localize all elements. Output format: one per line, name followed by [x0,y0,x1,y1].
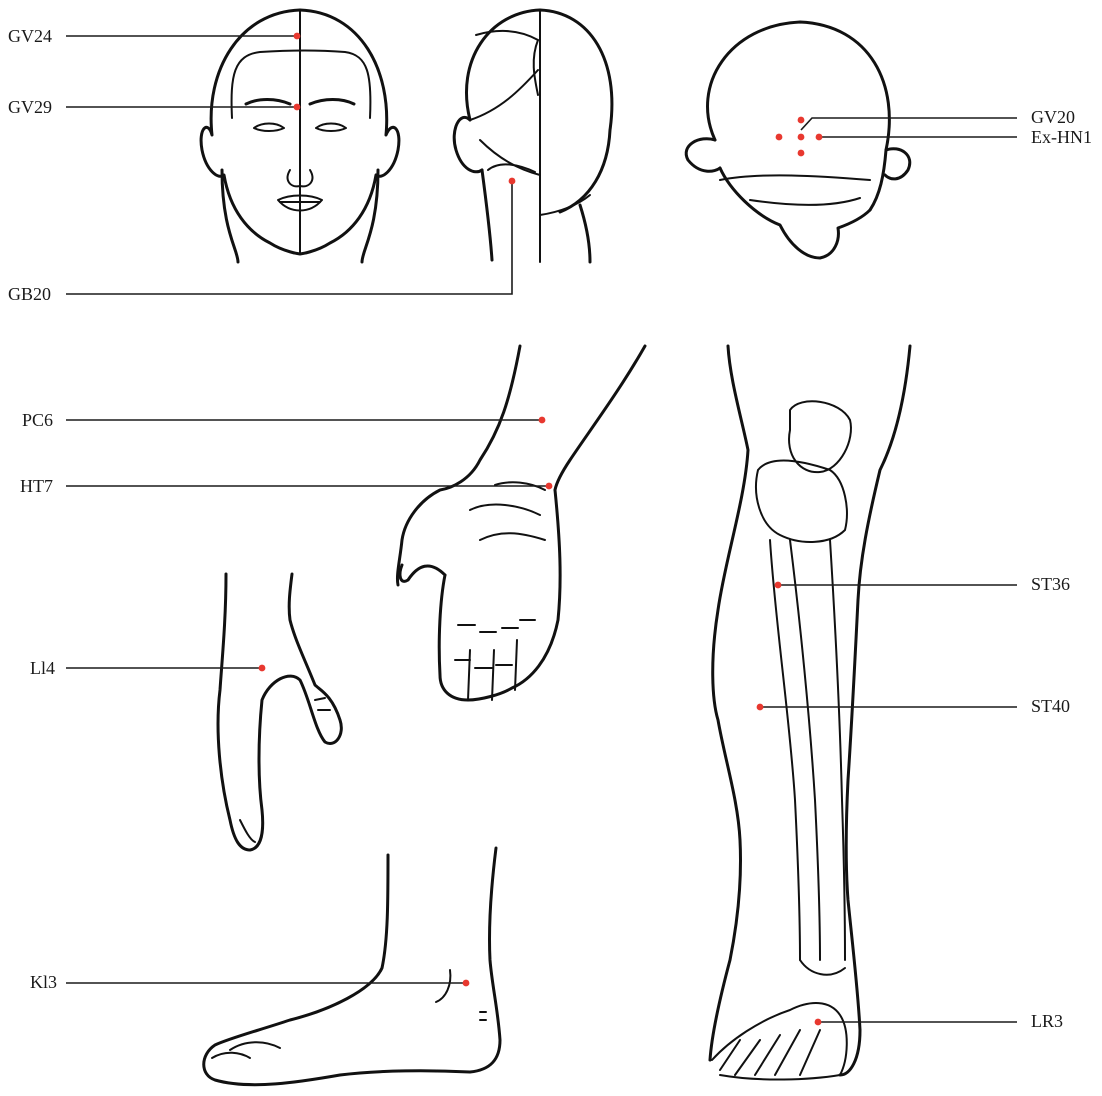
gv24-point-marker [294,33,301,40]
hand-back-illustration [218,574,341,850]
gv20-point-marker-3 [798,150,805,157]
front-face-illustration [201,10,399,262]
li4-point-marker [259,665,266,672]
gv29-label: GV29 [8,97,52,117]
gb20-point-marker [509,178,516,185]
ht7-label: HT7 [20,476,53,496]
gv20-label: GV20 [1031,107,1075,127]
st40-point-marker [757,704,764,711]
gv20-leader-line [801,118,1017,130]
gv24-label: GV24 [8,26,52,46]
st36-point-marker [775,582,782,589]
ht7-point-marker [546,483,553,490]
exhn1-point-marker [816,134,823,141]
li4-label: Ll4 [30,658,55,678]
ki3-label: Kl3 [30,972,57,992]
exhn1-label: Ex-HN1 [1031,127,1092,147]
st36-label: ST36 [1031,574,1070,594]
back-head-illustration [454,10,612,262]
pc6-label: PC6 [22,410,53,430]
arm-palm-illustration [397,346,645,700]
gb20-leader-line [66,181,512,294]
top-head-illustration [686,22,910,258]
gb20-label: GB20 [8,284,51,304]
gv20-point-marker-1 [776,134,783,141]
pc6-point-marker [539,417,546,424]
gv20-point-marker-2 [798,134,805,141]
ki3-point-marker [463,980,470,987]
foot-illustration [204,848,500,1085]
st40-label: ST40 [1031,696,1070,716]
gv29-point-marker [294,104,301,111]
leg-illustration [710,346,910,1080]
lr3-label: LR3 [1031,1011,1063,1031]
gv20-point-marker [798,117,805,124]
lr3-point-marker [815,1019,822,1026]
